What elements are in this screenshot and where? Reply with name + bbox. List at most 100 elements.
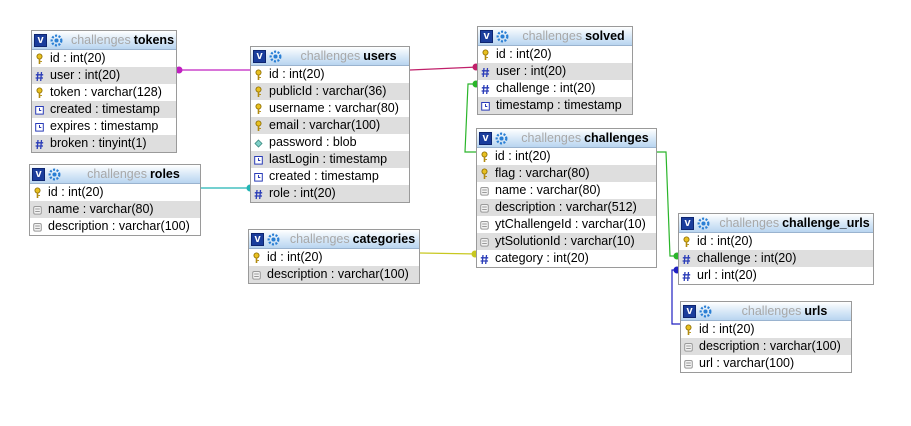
field-row[interactable]: id : int(20) <box>251 66 409 83</box>
field-label: user : int(20) <box>50 68 121 82</box>
collapse-toggle-icon[interactable]: v <box>480 29 493 43</box>
field-row[interactable]: category : int(20) <box>477 250 656 267</box>
hash-icon <box>35 138 44 150</box>
field-row[interactable]: created : timestamp <box>32 101 176 118</box>
hash-icon <box>682 270 691 282</box>
gear-icon[interactable] <box>48 168 61 181</box>
collapse-toggle-icon[interactable]: v <box>251 232 264 246</box>
field-label: id : int(20) <box>50 51 106 65</box>
field-row[interactable]: username : varchar(80) <box>251 100 409 117</box>
collapse-toggle-icon[interactable]: v <box>32 167 45 181</box>
field-list: id : int(20) user : int(20)challenge : in… <box>478 46 632 114</box>
schema-name: challenges <box>741 304 802 318</box>
gear-icon[interactable] <box>699 305 712 318</box>
table-name: tokens <box>133 33 175 47</box>
field-list: id : int(20) publicId : varchar(36)userna… <box>251 66 409 202</box>
field-row[interactable]: flag : varchar(80) <box>477 165 656 182</box>
field-row[interactable]: password : blob <box>251 134 409 151</box>
field-label: id : int(20) <box>267 250 323 264</box>
field-row[interactable]: role : int(20) <box>251 185 409 202</box>
field-row[interactable]: description : varchar(100) <box>681 338 851 355</box>
clock-icon <box>481 100 490 112</box>
key-icon <box>35 87 44 99</box>
field-row[interactable]: id : int(20) <box>478 46 632 63</box>
field-row[interactable]: challenge : int(20) <box>478 80 632 97</box>
field-row[interactable]: description : varchar(100) <box>249 266 419 283</box>
key-icon <box>480 168 489 180</box>
field-label: id : int(20) <box>495 149 551 163</box>
schema-name: challenges <box>289 232 350 246</box>
text-icon <box>33 221 42 233</box>
field-label: url : int(20) <box>697 268 757 282</box>
field-row[interactable]: publicId : varchar(36) <box>251 83 409 100</box>
field-row[interactable]: description : varchar(512) <box>477 199 656 216</box>
field-list: id : int(20) flag : varchar(80)name : var… <box>477 148 656 267</box>
collapse-toggle-icon[interactable]: v <box>681 216 694 230</box>
field-row[interactable]: id : int(20) <box>32 50 176 67</box>
field-row[interactable]: ytSolutionId : varchar(10) <box>477 233 656 250</box>
gear-icon[interactable] <box>50 34 63 47</box>
clock-icon <box>254 171 263 183</box>
schema-name: challenges <box>300 49 361 63</box>
field-row[interactable]: id : int(20) <box>477 148 656 165</box>
field-label: id : int(20) <box>699 322 755 336</box>
collapse-toggle-icon[interactable]: v <box>479 131 492 145</box>
field-row[interactable]: description : varchar(100) <box>30 218 200 235</box>
field-row[interactable]: email : varchar(100) <box>251 117 409 134</box>
field-row[interactable]: token : varchar(128) <box>32 84 176 101</box>
field-row[interactable]: id : int(20) <box>681 321 851 338</box>
field-row[interactable]: challenge : int(20) <box>679 250 873 267</box>
gear-icon[interactable] <box>269 50 282 63</box>
field-row[interactable]: broken : tinyint(1) <box>32 135 176 152</box>
text-icon <box>480 236 489 248</box>
field-row[interactable]: timestamp : timestamp <box>478 97 632 114</box>
field-row[interactable]: user : int(20) <box>478 63 632 80</box>
field-row[interactable]: name : varchar(80) <box>30 201 200 218</box>
collapse-toggle-icon[interactable]: v <box>34 33 47 47</box>
schema-name: challenges <box>87 167 147 181</box>
field-label: id : int(20) <box>697 234 753 248</box>
field-row[interactable]: id : int(20) <box>679 233 873 250</box>
field-label: id : int(20) <box>496 47 552 61</box>
collapse-toggle-icon[interactable]: v <box>253 49 266 63</box>
gear-icon[interactable] <box>496 30 509 43</box>
key-icon <box>254 120 263 132</box>
text-icon <box>480 202 489 214</box>
field-row[interactable]: name : varchar(80) <box>477 182 656 199</box>
gear-icon[interactable] <box>495 132 508 145</box>
field-row[interactable]: url : varchar(100) <box>681 355 851 372</box>
hash-icon <box>480 253 489 265</box>
clock-icon <box>254 154 263 166</box>
field-row[interactable]: ytChallengeId : varchar(10) <box>477 216 656 233</box>
gear-icon[interactable] <box>697 217 710 230</box>
field-row[interactable]: created : timestamp <box>251 168 409 185</box>
key-icon <box>254 103 263 115</box>
field-row[interactable]: user : int(20) <box>32 67 176 84</box>
collapse-toggle-icon[interactable]: v <box>683 304 696 318</box>
field-row[interactable]: id : int(20) <box>249 249 419 266</box>
gear-icon[interactable] <box>267 233 280 246</box>
key-icon <box>684 324 693 336</box>
field-row[interactable]: expires : timestamp <box>32 118 176 135</box>
field-label: id : int(20) <box>269 67 325 81</box>
field-row[interactable]: url : int(20) <box>679 267 873 284</box>
field-list: id : int(20)name : varchar(80)descriptio… <box>30 184 200 235</box>
field-row[interactable]: lastLogin : timestamp <box>251 151 409 168</box>
field-row[interactable]: id : int(20) <box>30 184 200 201</box>
